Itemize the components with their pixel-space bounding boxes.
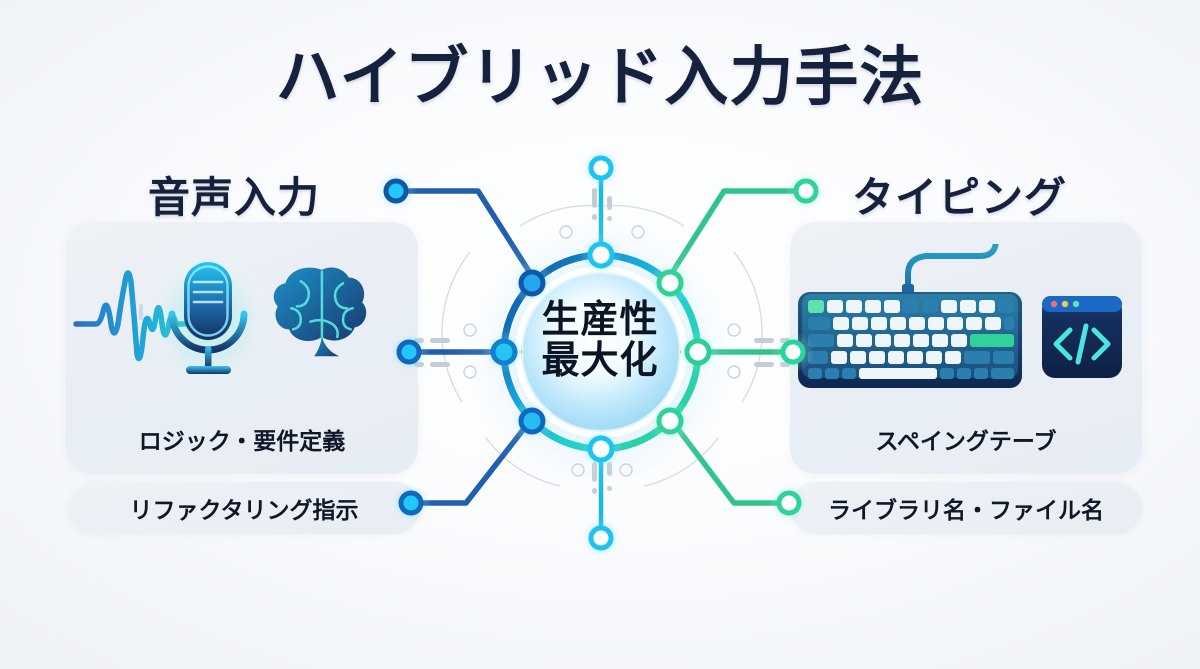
right-card-label: スペイングテーブ [875,428,1057,454]
code-window-icon [1042,296,1122,378]
hub-label-line2: 最大化 [541,339,659,382]
left-card-label: ロジック・要件定義 [138,428,346,454]
right-pill-library[interactable]: ライブラリ名・ファイル名 [790,482,1142,534]
voice-icon-group [73,248,367,392]
left-pill-refactoring[interactable]: リファクタリング指示 [68,482,420,534]
microphone-icon [168,262,248,374]
hub-label: 生産性 最大化 [519,300,681,381]
keyboard-cable [905,244,999,295]
left-section-heading: 音声入力 [148,174,321,221]
right-section-heading: タイピング [852,174,1068,221]
waveform-icon [73,270,201,362]
page-title: ハイブリッド入力手法 [275,41,925,113]
typing-card: スペイングテーブ [790,222,1142,474]
right-connectors [667,188,809,506]
right-pill-label: ライブラリ名・ファイル名 [828,497,1104,523]
hub-label-line1: 生産性 [541,299,659,341]
left-pill-label: リファクタリング指示 [129,497,359,523]
voice-input-card: ロジック・要件定義 [66,222,418,474]
keyboard-icon [798,292,1022,388]
brain-icon [273,267,367,357]
typing-icon-group [798,244,1122,388]
